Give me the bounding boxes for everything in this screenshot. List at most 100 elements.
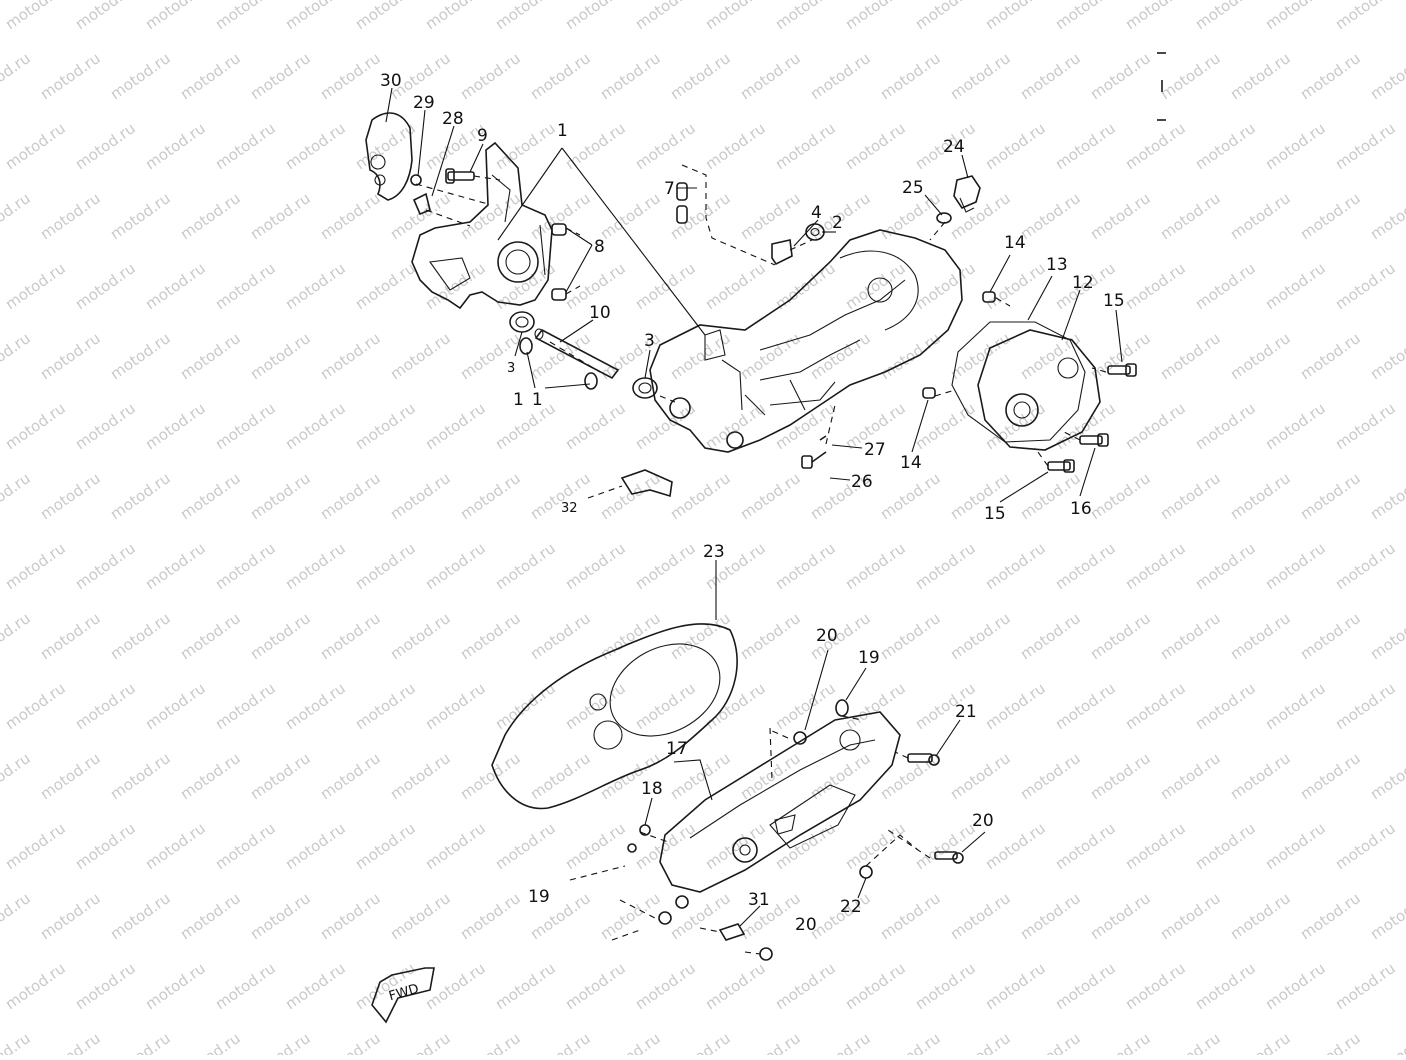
bolt-part-31: [718, 923, 746, 941]
watermark-text: motod.ru: [842, 819, 909, 873]
watermark-text: motod.ru: [492, 0, 559, 33]
watermark-text: motod.ru: [212, 399, 279, 453]
watermark-text: motod.ru: [772, 119, 839, 173]
watermark-text: motod.ru: [772, 679, 839, 733]
edge-marks: [1157, 52, 1166, 121]
watermark-text: motod.ru: [562, 119, 629, 173]
watermark-text: motod.ru: [387, 609, 454, 663]
watermark-text: motod.ru: [702, 119, 769, 173]
watermark-text: motod.ru: [527, 1029, 594, 1055]
watermark-text: motod.ru: [177, 749, 244, 803]
watermark-text: motod.ru: [807, 1029, 874, 1055]
watermark-text: motod.ru: [737, 189, 804, 243]
watermark-text: motod.ru: [1157, 329, 1224, 383]
watermark-text: motod.ru: [247, 329, 314, 383]
watermark-text: motod.ru: [1332, 259, 1399, 313]
bolt-part-26: [801, 451, 827, 469]
watermark-text: motod.ru: [142, 819, 209, 873]
dowel-pin-part-7-upper: [676, 182, 688, 201]
callout-31: 31: [748, 890, 770, 910]
watermark-text: motod.ru: [772, 959, 839, 1013]
watermark-text: motod.ru: [177, 1029, 244, 1055]
watermark-text: motod.ru: [1367, 1029, 1406, 1055]
washer-part-27: [819, 435, 827, 441]
callout-28: 28: [442, 109, 464, 129]
watermark-text: motod.ru: [247, 749, 314, 803]
watermark-text: motod.ru: [912, 539, 979, 593]
callout-2: 2: [832, 213, 843, 233]
watermark-text: motod.ru: [842, 679, 909, 733]
watermark-text: motod.ru: [632, 819, 699, 873]
bracket-part-32: [620, 469, 673, 498]
watermark-text: motod.ru: [1262, 119, 1329, 173]
watermark-text: motod.ru: [457, 749, 524, 803]
watermark-text: motod.ru: [702, 959, 769, 1013]
watermark-text: motod.ru: [877, 609, 944, 663]
dowel-pin-part-7-lower: [676, 205, 688, 224]
callout-32: 32: [561, 501, 578, 516]
watermark-text: motod.ru: [1122, 959, 1189, 1013]
watermark-text: motod.ru: [1367, 749, 1406, 803]
watermark-text: motod.ru: [352, 0, 419, 33]
watermark-text: motod.ru: [142, 539, 209, 593]
watermark-text: motod.ru: [212, 819, 279, 873]
watermark-text: motod.ru: [772, 539, 839, 593]
watermark-text: motod.ru: [1087, 889, 1154, 943]
watermark-text: motod.ru: [1332, 539, 1399, 593]
watermark-text: motod.ru: [142, 679, 209, 733]
watermark-text: motod.ru: [387, 469, 454, 523]
watermark-text: motod.ru: [1332, 0, 1399, 33]
watermark-text: motod.ru: [457, 889, 524, 943]
watermark-text: motod.ru: [247, 889, 314, 943]
bolt-part-20-left-b: [675, 895, 689, 909]
watermark-text: motod.ru: [1227, 1029, 1294, 1055]
watermark-text: motod.ru: [1122, 819, 1189, 873]
watermark-text: motod.ru: [1402, 539, 1406, 593]
watermark-text: motod.ru: [37, 609, 104, 663]
watermark-text: motod.ru: [1192, 679, 1259, 733]
watermark-text: motod.ru: [317, 329, 384, 383]
watermark-text: motod.ru: [0, 49, 34, 103]
watermark-text: motod.ru: [1017, 329, 1084, 383]
watermark-text: motod.ru: [982, 399, 1049, 453]
watermark-text: motod.ru: [107, 1029, 174, 1055]
callout-17: 17: [666, 739, 688, 759]
washer-part-22: [859, 865, 873, 879]
watermark-text: motod.ru: [37, 749, 104, 803]
dowel-part-14-lower: [922, 387, 936, 399]
bolt-part-20-top: [793, 731, 807, 745]
watermark-text: motod.ru: [37, 189, 104, 243]
watermark-text: motod.ru: [1087, 749, 1154, 803]
callout-1: 1: [557, 121, 568, 141]
watermark-text: motod.ru: [947, 749, 1014, 803]
watermark-text: motod.ru: [1122, 119, 1189, 173]
watermark-text: motod.ru: [667, 1029, 734, 1055]
watermark-text: motod.ru: [1192, 259, 1259, 313]
watermark-text: motod.ru: [212, 119, 279, 173]
watermark-text: motod.ru: [597, 1029, 664, 1055]
watermark-text: motod.ru: [107, 889, 174, 943]
watermark-text: motod.ru: [1087, 469, 1154, 523]
watermark-text: motod.ru: [877, 1029, 944, 1055]
watermark-text: motod.ru: [1367, 469, 1406, 523]
watermark-text: motod.ru: [422, 539, 489, 593]
watermark-text: motod.ru: [1052, 819, 1119, 873]
watermark-text: motod.ru: [1157, 609, 1224, 663]
clip-part-28: [412, 192, 431, 216]
dowel-part-19-top: [835, 699, 849, 717]
watermark-text: motod.ru: [0, 1029, 34, 1055]
watermark-text: motod.ru: [72, 119, 139, 173]
watermark-text: motod.ru: [107, 329, 174, 383]
watermark-text: motod.ru: [2, 0, 69, 33]
watermark-text: motod.ru: [457, 609, 524, 663]
watermark-text: motod.ru: [1332, 119, 1399, 173]
watermark-text: motod.ru: [1052, 679, 1119, 733]
watermark-text: motod.ru: [982, 0, 1049, 33]
watermark-text: motod.ru: [0, 189, 34, 243]
watermark-text: motod.ru: [1017, 749, 1084, 803]
watermark-text: motod.ru: [282, 959, 349, 1013]
watermark-text: motod.ru: [842, 259, 909, 313]
watermark-text: motod.ru: [1332, 679, 1399, 733]
watermark-text: motod.ru: [982, 259, 1049, 313]
watermark-text: motod.ru: [597, 609, 664, 663]
